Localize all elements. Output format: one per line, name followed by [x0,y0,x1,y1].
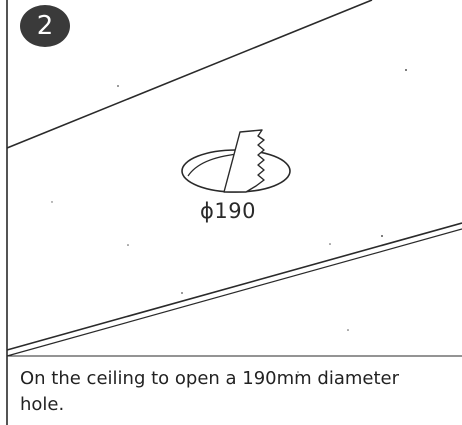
hole-diameter-label: ϕ190 [200,199,256,223]
ceiling-edge-lower-inner [6,228,462,357]
ceiling-edge-lower [6,222,462,351]
instruction-text: On the ceiling to open a 190mm diameter … [20,368,400,415]
ceiling-edge-upper [6,0,373,149]
speckle-dots [51,69,407,373]
keyhole-saw-icon [223,129,265,193]
step-number-badge: 2 [20,5,70,47]
